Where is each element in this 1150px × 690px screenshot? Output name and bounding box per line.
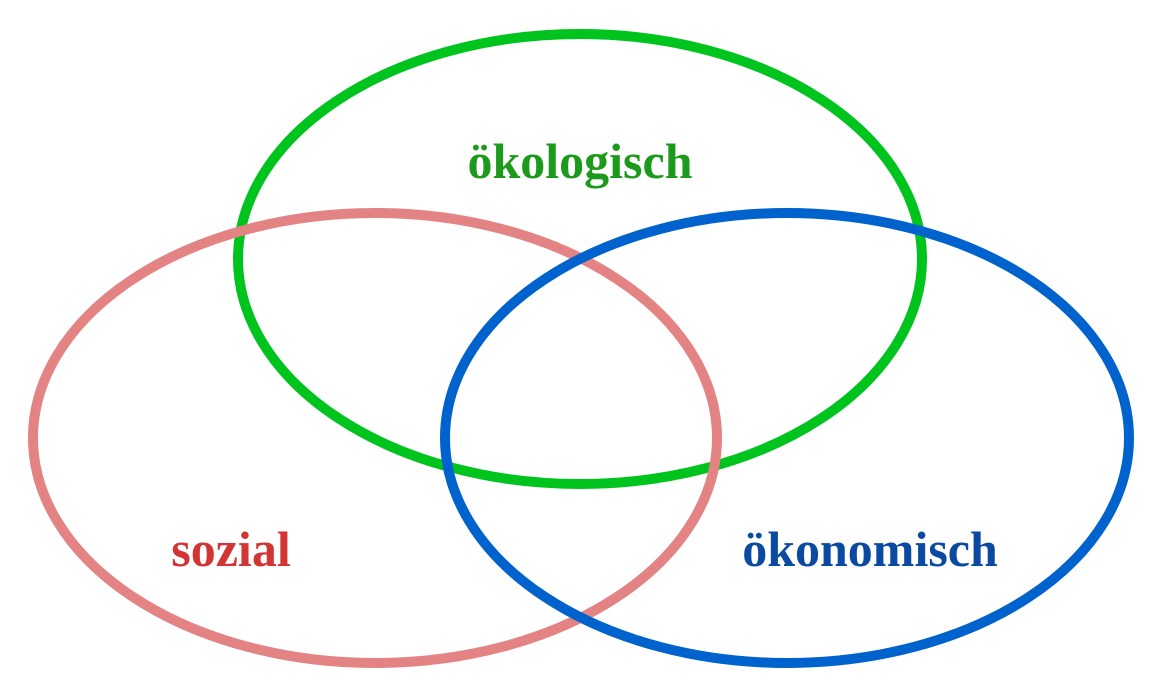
ellipse-sozial — [28, 208, 722, 668]
label-oekonomisch: ökonomisch — [742, 521, 998, 577]
label-oekologisch: ökologisch — [467, 133, 692, 189]
ellipse-oekologisch — [233, 29, 927, 489]
label-sozial: sozial — [171, 521, 291, 577]
ellipse-oekonomisch — [440, 208, 1134, 668]
